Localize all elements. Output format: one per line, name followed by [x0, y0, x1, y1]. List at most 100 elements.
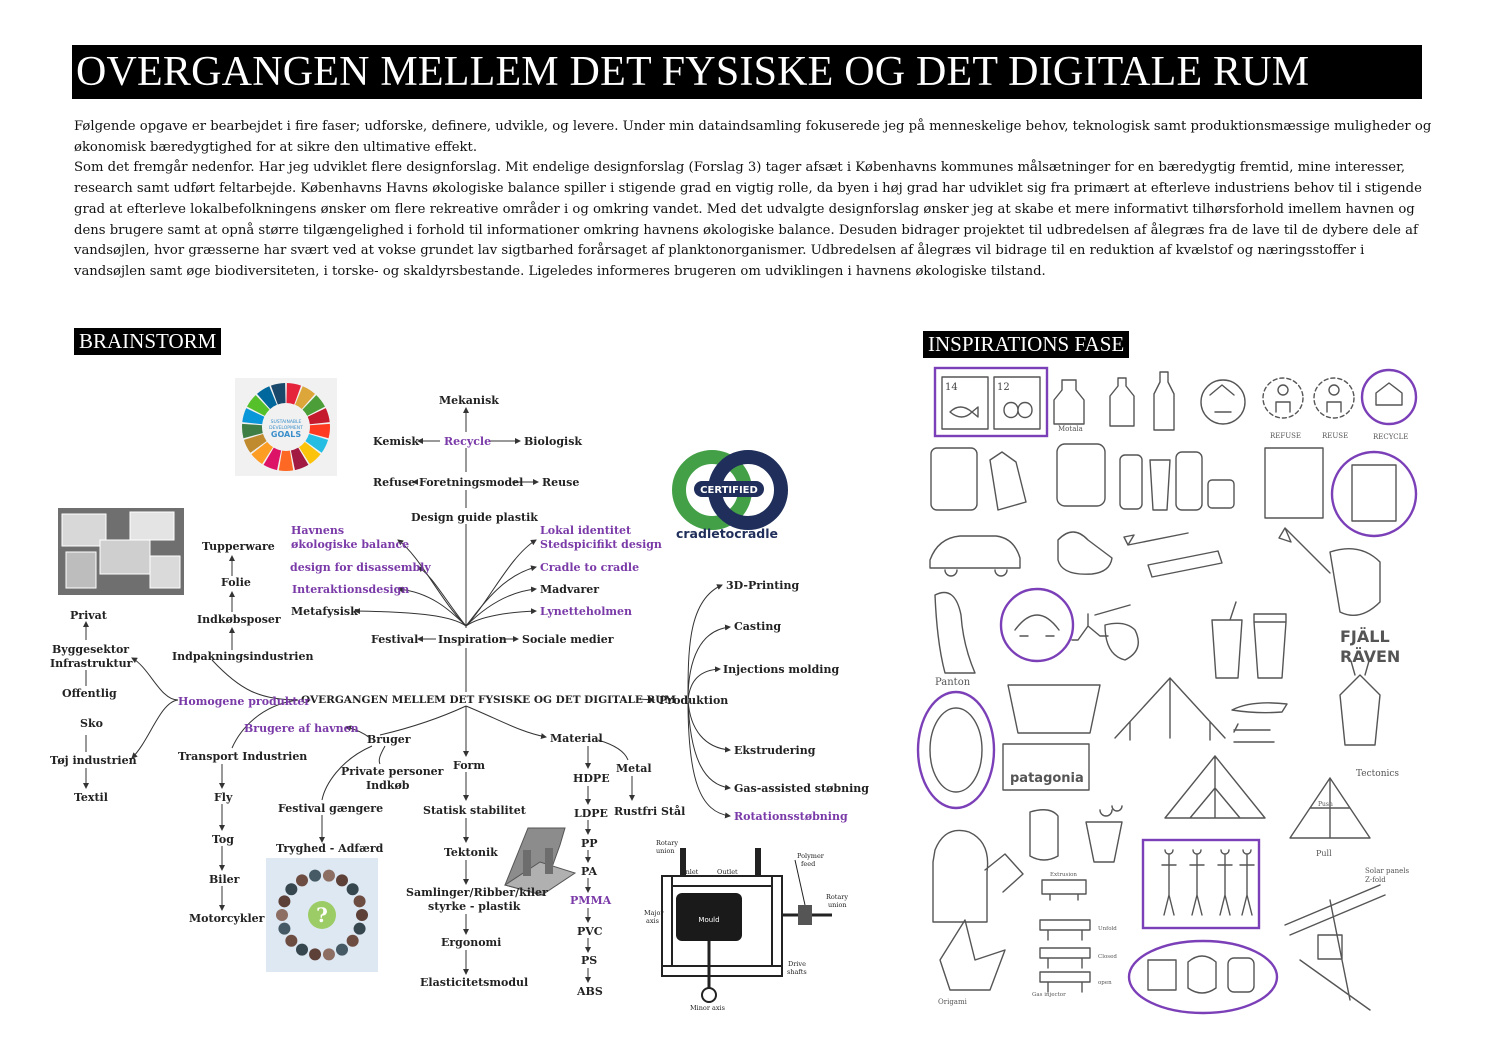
sdg-segment [257, 386, 277, 409]
node-metafysisk: Metafysisk [291, 605, 358, 618]
node-pa: PA [581, 865, 597, 878]
gas-assisted-handles-sketch: Unfold Closed open Gas injector [1032, 919, 1117, 998]
node-reuse: Reuse [542, 476, 579, 489]
patagonia-text: patagonia [1010, 771, 1084, 786]
gas-injector-label: Gas injector [1032, 992, 1066, 998]
intro-paragraph-2: Som det fremgår nedenfor. Har jeg udvikl… [74, 160, 1422, 279]
node-indkob: Indkøb [366, 779, 410, 792]
recycle-arrows-sketch [1200, 379, 1246, 425]
polymer-feed-label-2: feed [801, 860, 815, 868]
solar-panel-satellite-sketch: Solar panels Z-fold [1284, 867, 1410, 1011]
node-lokal-identitet: Lokal identitet [540, 524, 632, 537]
person-figure [346, 883, 359, 896]
person-figure [285, 934, 298, 947]
person-figure [353, 922, 366, 935]
toothbrush-sketch [1123, 532, 1189, 546]
node-casting: Casting [734, 620, 781, 633]
node-foretningsmodel: Foretningsmodel [419, 476, 523, 489]
node-offentlig: Offentlig [62, 687, 117, 700]
person-figure [278, 922, 291, 935]
drive-shafts-label-1: Drive [788, 960, 806, 968]
solar-panels-label: Solar panels [1365, 867, 1410, 875]
person-figure [322, 869, 335, 882]
person-figure [336, 943, 348, 956]
major-axis-label-1: Major [644, 909, 664, 917]
sdg-segment [305, 434, 329, 453]
node-okologiske-balance: økologiske balance [291, 538, 409, 551]
sdg-segment [299, 441, 321, 464]
panton-chair-sketch: Panton [934, 591, 976, 688]
inspiration-sketch-grid: 14 12 Motala REFUSE REUSE RECYCLE [916, 366, 1418, 1015]
node-pp: PP [581, 837, 598, 850]
sdg-segment [286, 383, 302, 405]
node-homogene-produkter: Homogene produkter [178, 695, 310, 708]
node-tryghed-adfaerd: Tryghed - Adfærd [276, 842, 384, 855]
node-hdpe: HDPE [573, 772, 610, 785]
node-toj-industrien: Tøj industrien [50, 754, 137, 767]
bathtub-sketch [1007, 684, 1101, 734]
open-label: open [1098, 980, 1112, 986]
patagonia-logo-sketch: patagonia [1002, 743, 1090, 791]
brainstorm-mindmap: SUSTAINABLE DEVELOPMENT GOALS CERTIFIED … [50, 378, 869, 1012]
node-disassembly: design for disassembly [290, 561, 431, 574]
sdg-wheel-icon [241, 383, 330, 472]
unfold-label: Unfold [1098, 926, 1117, 932]
people-circle-image: ? [266, 858, 378, 972]
node-indpakningsindustrien: Indpakningsindustrien [172, 650, 313, 663]
sdg-segment [295, 386, 315, 409]
person-figure [276, 909, 288, 921]
tectonics-sketch: Tectonics Push Pull [1289, 769, 1399, 858]
major-axis-label-2: axis [646, 917, 659, 925]
person-figure [353, 895, 366, 908]
node-produktion: Produktion [659, 694, 728, 707]
people-ring-icon [276, 869, 368, 961]
sdg-segment [302, 395, 325, 416]
node-textil: Textil [74, 791, 108, 804]
c2c-wordmark: cradletocradle [676, 526, 778, 541]
question-mark-icon: ? [316, 903, 328, 927]
hand-cigarette-sketch [1094, 604, 1139, 661]
node-samlinger: Samlinger/Ribber/kiler [406, 886, 548, 899]
z-fold-label: Z-fold [1365, 876, 1386, 884]
airplane-window-sketch [916, 690, 996, 810]
node-rustfri-stal: Rustfri Stål [614, 805, 685, 818]
page-title-bar: OVERGANGEN MELLEM DET FYSISKE OG DET DIG… [72, 45, 1422, 99]
person-figure [309, 948, 322, 961]
node-privat: Privat [70, 609, 108, 622]
node-festival: Festival [371, 633, 418, 646]
dome-tent-sketch [1164, 755, 1266, 819]
goal-14-number: 14 [945, 382, 958, 393]
inspiration-label: INSPIRATIONS FASE [923, 331, 1130, 358]
refuse-sketch: REFUSE [1262, 377, 1304, 440]
intro-paragraph-1: Følgende opgave er bearbejdet i fire fas… [74, 119, 1432, 155]
node-biologisk: Biologisk [524, 435, 582, 448]
person-figure [346, 934, 359, 947]
bag-sketch [989, 451, 1027, 511]
node-sko: Sko [80, 717, 103, 730]
sdg-segment [278, 450, 294, 472]
polymer-feed-label-1: Polymer [797, 852, 825, 860]
minor-axis-label: Minor axis [690, 1004, 725, 1012]
tectonics-label: Tectonics [1356, 769, 1399, 779]
sdg-segment [251, 441, 273, 464]
node-gas-assisted: Gas-assisted støbning [734, 782, 869, 795]
rotational-moulding-diagram: Mould Rotary union Inlet Outlet Polymer … [644, 839, 848, 1012]
node-stedspecifikt: Stedspicifikt design [540, 538, 662, 551]
node-ekstrudering: Ekstrudering [734, 744, 816, 757]
person-figure [296, 874, 308, 887]
node-madvarer: Madvarer [540, 583, 599, 596]
node-private-personer: Private personer [341, 765, 444, 778]
floss-pick-sketch [1278, 527, 1331, 574]
motala-bottle-sketch: Motala [1053, 379, 1085, 433]
c2c-certified-text: CERTIFIED [700, 485, 758, 496]
cradle-to-cradle-logo: CERTIFIED cradletocradle [672, 450, 788, 541]
sdg-segment [263, 447, 282, 471]
person-figure [309, 869, 322, 882]
fjallraven-logo-sketch: FJÄLL RÄVEN [1340, 627, 1400, 666]
person-figure [285, 883, 298, 896]
shredder-sketch [1330, 450, 1418, 538]
water-bottle-sketch [1153, 371, 1175, 431]
sdg-segment [290, 447, 309, 471]
sdg-segment [307, 408, 330, 425]
node-styrke-plastik: styrke - plastik [428, 900, 521, 913]
